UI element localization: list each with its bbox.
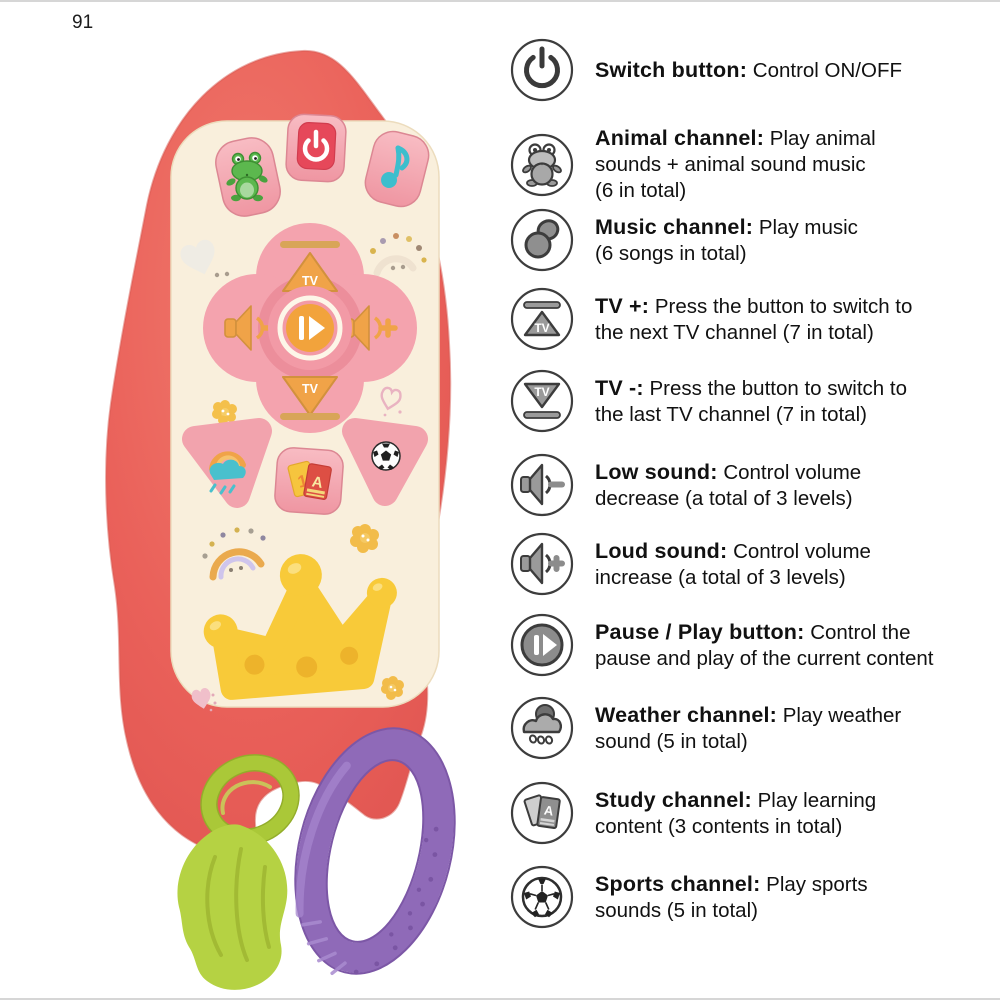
flower-bottom-right-decoration — [381, 676, 404, 700]
music-note-icon — [510, 208, 574, 272]
pause-play-icon — [510, 613, 574, 677]
feature-description: Control volume increase (a total of 3 le… — [595, 539, 871, 589]
svg-text:A: A — [543, 803, 555, 819]
feature-label: TV +: — [595, 293, 650, 318]
power-icon — [510, 38, 574, 102]
feature-text: Weather channel: Play weather sound (5 i… — [595, 702, 997, 755]
feature-text: Animal channel: Play animal sounds + ani… — [595, 125, 997, 204]
music-button — [364, 130, 430, 208]
feature-text: Pause / Play button: Control the pause a… — [595, 619, 997, 672]
feature-label: Switch button: — [595, 57, 748, 82]
feature-row-pause-play: Pause / Play button: Control the pause a… — [510, 613, 997, 677]
flower-top-right-decoration — [350, 524, 379, 553]
feature-description: Play learning content (3 contents in tot… — [595, 788, 877, 838]
study-cards-icon: 1 A — [287, 460, 332, 500]
feature-text: Study channel: Play learning content (3 … — [595, 787, 997, 840]
pink-heart-doodle — [380, 386, 402, 417]
rainbow-hearts-decoration — [370, 233, 427, 277]
feature-text: Sports channel: Play sports sounds (5 in… — [595, 871, 997, 924]
svg-text:TV: TV — [534, 385, 549, 399]
study-icon: A — [510, 781, 574, 845]
feature-row-loud-sound: Loud sound: Control volume increase (a t… — [510, 532, 997, 596]
feature-text: Music channel: Play music (6 songs in to… — [595, 214, 997, 267]
feature-row-switch: Switch button: Control ON/OFF — [510, 38, 997, 102]
feature-description: Play animal sounds + animal sound music … — [595, 127, 876, 202]
bottom-border-line — [0, 998, 1000, 1000]
feature-row-animal: Animal channel: Play animal sounds + ani… — [510, 125, 997, 204]
feature-label: Study channel: — [595, 787, 752, 812]
feature-row-study: A Study channel: Play learning content (… — [510, 781, 997, 845]
frog-icon — [510, 133, 574, 197]
page-number: 91 — [72, 12, 94, 33]
green-leaf-teether — [177, 754, 300, 990]
tv-down-button: TV — [280, 376, 340, 420]
study-button: 1 A — [274, 447, 344, 515]
tv-down-icon: TV — [510, 369, 574, 433]
svg-text:A: A — [311, 473, 325, 492]
feature-label: Loud sound: — [595, 538, 728, 563]
feature-row-tv-minus: TV TV -: Press the button to switch to t… — [510, 369, 997, 433]
feature-row-sports: Sports channel: Play sports sounds (5 in… — [510, 865, 997, 929]
feature-legend: Switch button: Control ON/OFF Animal cha… — [510, 0, 990, 1000]
feature-description: Control ON/OFF — [752, 58, 902, 82]
feature-label: Animal channel: — [595, 126, 765, 150]
tv-up-button: TV — [280, 241, 340, 292]
frog-icon — [226, 151, 268, 202]
feature-text: Switch button: Control ON/OFF — [595, 57, 997, 84]
small-flower-decoration — [212, 400, 237, 425]
feature-label: Low sound: — [595, 459, 718, 484]
dpad: TV TV — [203, 223, 417, 433]
volume-down-icon — [510, 453, 574, 517]
svg-text:TV: TV — [534, 321, 549, 335]
feature-row-low-sound: Low sound: Control volume decrease (a to… — [510, 453, 997, 517]
feature-label: TV -: — [595, 375, 644, 400]
power-icon — [302, 129, 330, 162]
feature-label: Pause / Play button: — [595, 619, 805, 644]
feature-text: TV -: Press the button to switch to the … — [595, 375, 997, 428]
sports-button — [342, 418, 428, 506]
feature-description: Play weather sound (5 in total) — [595, 703, 902, 753]
feature-label: Weather channel: — [595, 702, 778, 727]
soccer-ball-icon — [371, 441, 401, 471]
feature-description: Control volume decrease (a total of 3 le… — [595, 460, 862, 510]
crown-decoration — [203, 554, 397, 700]
feature-row-weather: Weather channel: Play weather sound (5 i… — [510, 696, 997, 760]
rainbow-doodle-decoration — [202, 527, 266, 581]
heart-bottom-left-decoration — [191, 687, 217, 712]
white-heart-decoration — [180, 239, 215, 275]
purple-ring-teether — [294, 727, 456, 976]
power-button — [285, 113, 347, 183]
feature-text: Loud sound: Control volume increase (a t… — [595, 538, 997, 591]
feature-description: Play music (6 songs in total) — [595, 215, 858, 265]
play-pause-button — [268, 286, 352, 370]
feature-row-music: Music channel: Play music (6 songs in to… — [510, 208, 997, 272]
face-decorations — [180, 233, 427, 712]
feature-text: TV +: Press the button to switch to the … — [595, 293, 997, 346]
animal-button — [215, 137, 281, 217]
tv-up-icon: TV — [510, 287, 574, 351]
weather-rainbow-icon — [209, 451, 246, 495]
feature-description: Press the button to switch to the next T… — [595, 294, 913, 344]
feature-description: Play sports sounds (5 in total) — [595, 872, 868, 922]
feature-label: Music channel: — [595, 214, 754, 239]
volume-down-button — [224, 305, 281, 351]
feature-row-tv-plus: TV TV +: Press the button to switch to t… — [510, 287, 997, 351]
feature-label: Sports channel: — [595, 871, 761, 896]
volume-up-icon — [510, 532, 574, 596]
music-note-icon — [381, 145, 410, 188]
svg-text:TV: TV — [302, 274, 319, 288]
feature-text: Low sound: Control volume decrease (a to… — [595, 459, 997, 512]
weather-icon — [510, 696, 574, 760]
sports-icon — [510, 865, 574, 929]
svg-text:TV: TV — [302, 382, 319, 396]
weather-button — [182, 418, 272, 508]
top-border-line — [0, 0, 1000, 2]
feature-description: Press the button to switch to the last T… — [595, 376, 908, 426]
feature-description: Control the pause and play of the curren… — [595, 620, 934, 670]
toy-remote-product-image: TV TV — [55, 35, 475, 990]
